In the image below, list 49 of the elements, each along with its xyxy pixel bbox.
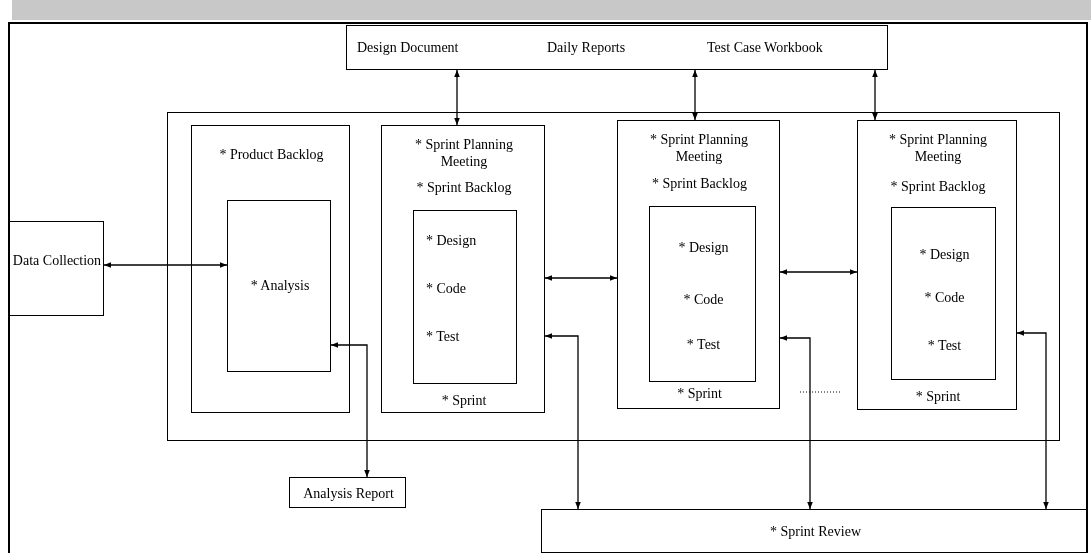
node-text: * Sprint Review bbox=[769, 523, 862, 540]
review-box bbox=[541, 509, 1088, 553]
node-text: * Sprint bbox=[676, 385, 723, 402]
arrow bbox=[1016, 330, 1049, 510]
arrow bbox=[872, 69, 878, 121]
arrow bbox=[330, 342, 370, 478]
arrow bbox=[103, 262, 228, 268]
document-box bbox=[346, 25, 888, 70]
arrow bbox=[779, 335, 813, 510]
arrow bbox=[544, 333, 581, 510]
node-text: Daily Reports bbox=[547, 39, 627, 56]
container-box bbox=[167, 112, 1060, 441]
node-text: * Design bbox=[918, 246, 971, 263]
node-text: * Product Backlog bbox=[218, 146, 325, 163]
sprint-box bbox=[381, 125, 545, 413]
node-text: * Sprint Backlog bbox=[415, 179, 513, 196]
node-text: * Sprint bbox=[914, 388, 962, 405]
node-text: * Sprint Planning Meeting bbox=[649, 131, 749, 165]
process-box bbox=[8, 221, 104, 316]
arrow bbox=[692, 69, 698, 121]
node-text: * Design bbox=[426, 232, 478, 249]
node-text: * Code bbox=[426, 280, 468, 297]
analysis-box bbox=[227, 200, 331, 372]
node-text: * Test bbox=[926, 337, 963, 354]
node-text: * Test bbox=[685, 336, 722, 353]
report-box bbox=[289, 477, 406, 508]
node-text: * Design bbox=[677, 239, 730, 256]
node-text: Test Case Workbook bbox=[707, 39, 824, 56]
node-text: * Sprint Planning Meeting bbox=[888, 131, 988, 165]
node-text: Data Collection bbox=[11, 252, 103, 269]
node-text: Analysis Report bbox=[302, 485, 395, 502]
node-text: * Analysis bbox=[249, 277, 311, 294]
node-text: * Sprint bbox=[440, 392, 488, 409]
node-text: * Code bbox=[682, 291, 725, 308]
sprint-box bbox=[857, 120, 1017, 410]
node-text: * Sprint Backlog bbox=[889, 178, 987, 195]
arrow bbox=[544, 275, 618, 281]
arrow bbox=[454, 69, 460, 126]
backlog-box bbox=[191, 125, 350, 413]
node-text: * Sprint Backlog bbox=[651, 175, 748, 192]
node-text: * Sprint Planning Meeting bbox=[414, 136, 514, 170]
node-text: Design Document bbox=[357, 39, 460, 56]
node-text: * Test bbox=[426, 328, 461, 345]
task-box bbox=[891, 207, 996, 380]
task-box bbox=[649, 206, 756, 382]
arrow bbox=[779, 269, 858, 275]
sprint-box bbox=[617, 120, 780, 409]
task-box bbox=[413, 210, 517, 384]
node-text: * Code bbox=[923, 289, 966, 306]
